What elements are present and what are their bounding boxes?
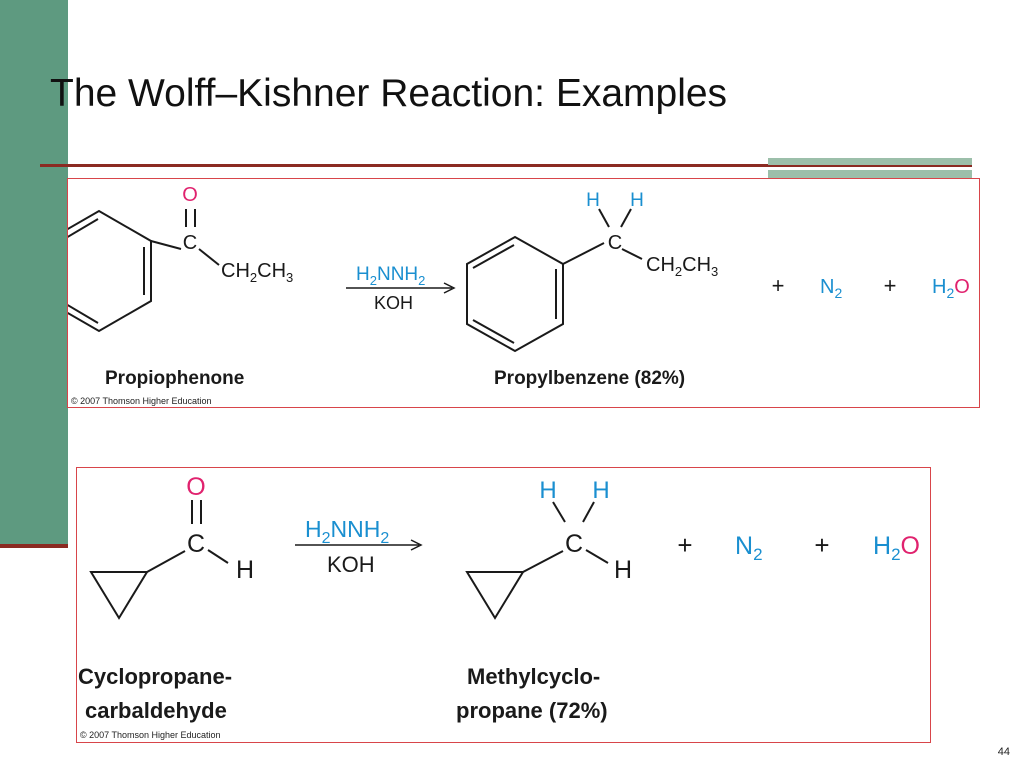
copyright-credit: © 2007 Thomson Higher Education: [80, 730, 221, 740]
ring-double-bond: [68, 304, 99, 324]
plus-sign: +: [814, 530, 829, 560]
title-rule: [40, 164, 972, 167]
reactant-name: Propiophenone: [105, 368, 245, 389]
ch-bond: [598, 208, 610, 228]
ch-bond: [585, 549, 609, 564]
methyl-carbon: C: [565, 530, 583, 558]
ch-bond: [620, 208, 632, 228]
reaction-scheme-2: O C H H2NNH2 KOH H H C H + N2 + H2O: [89, 473, 920, 620]
product-name-line1: Methylcyclo-: [467, 664, 601, 689]
product-name-line2: propane (72%): [456, 698, 608, 723]
reagent-base: KOH: [327, 552, 375, 577]
methylcyclopropane-structure: [465, 501, 609, 620]
left-bar-rule: [0, 544, 68, 548]
oxygen-atom: O: [182, 184, 198, 206]
water: H2O: [932, 276, 970, 301]
carbonyl-to-ethyl-bond: [198, 248, 220, 266]
carbonyl-carbon: C: [187, 530, 205, 558]
methylene-to-ethyl-bond: [621, 248, 643, 260]
reactant-name-line2: carbaldehyde: [85, 698, 227, 723]
hydrogen-atom: H: [539, 477, 556, 504]
carbonyl-carbon: C: [183, 232, 197, 254]
arrow-head: [443, 282, 456, 294]
page-number: 44: [997, 746, 1010, 758]
copyright-credit: © 2007 Thomson Higher Education: [71, 396, 212, 406]
propylbenzene-structure: [466, 208, 643, 353]
ethyl-group-label: CH2CH3: [646, 254, 718, 279]
hydrogen-atom: H: [614, 556, 632, 584]
propiophenone-structure: [68, 209, 220, 333]
slide-title: The Wolff–Kishner Reaction: Examples: [50, 72, 728, 115]
oxygen-atom: O: [186, 473, 205, 501]
water: H2O: [873, 532, 920, 564]
left-accent-bar: [0, 0, 68, 546]
ch-bond: [207, 549, 229, 564]
ring-double-bond: [472, 319, 515, 344]
benzene-ring-reactant: [68, 209, 152, 333]
reagent-base: KOH: [374, 293, 413, 313]
accent-block-lower: [768, 170, 972, 178]
ch-bond: [582, 501, 595, 523]
reactant-name-line1: Cyclopropane-: [78, 664, 233, 689]
cyclopropanecarbaldehyde-structure: [89, 500, 229, 620]
reagent-hydrazine: H2NNH2: [305, 516, 389, 547]
hydrogen-atom: H: [592, 477, 609, 504]
plus-sign: +: [677, 530, 692, 560]
arrow-head: [410, 539, 423, 551]
nitrogen-gas: N2: [735, 532, 763, 564]
ring-to-methylene-bond: [562, 242, 605, 265]
ring-to-methyl-bond: [522, 550, 564, 573]
reaction-figure-cyclopropane: O C H H2NNH2 KOH H H C H + N2 + H2O Cycl…: [76, 467, 931, 743]
ch-bond: [552, 501, 566, 523]
ring-double-bond: [472, 244, 515, 269]
reaction-figure-propiophenone: O C CH2CH3 H2NNH2 KOH H H C CH2CH3 + N2 …: [67, 178, 980, 408]
methylene-carbon: C: [608, 232, 622, 254]
benzene-ring-product: [466, 235, 564, 353]
cyclopropane-ring-reactant: [89, 571, 149, 620]
plus-sign: +: [884, 273, 897, 298]
accent-block: [768, 158, 972, 165]
nitrogen-gas: N2: [820, 276, 842, 301]
plus-sign: +: [772, 273, 785, 298]
hydrogen-atom: H: [630, 190, 644, 211]
hydrogen-atom: H: [586, 190, 600, 211]
product-name: Propylbenzene (82%): [494, 368, 686, 389]
reagent-hydrazine: H2NNH2: [356, 264, 425, 288]
cyclopropane-ring-product: [465, 571, 525, 620]
ring-to-carbonyl-bond: [150, 240, 182, 250]
ring-double-bond: [68, 218, 99, 238]
aldehyde-hydrogen: H: [236, 556, 254, 584]
ring-to-carbonyl-bond: [146, 550, 186, 573]
reaction-scheme-1: O C CH2CH3 H2NNH2 KOH H H C CH2CH3 + N2 …: [68, 184, 970, 353]
ethyl-group-label: CH2CH3: [221, 260, 293, 285]
